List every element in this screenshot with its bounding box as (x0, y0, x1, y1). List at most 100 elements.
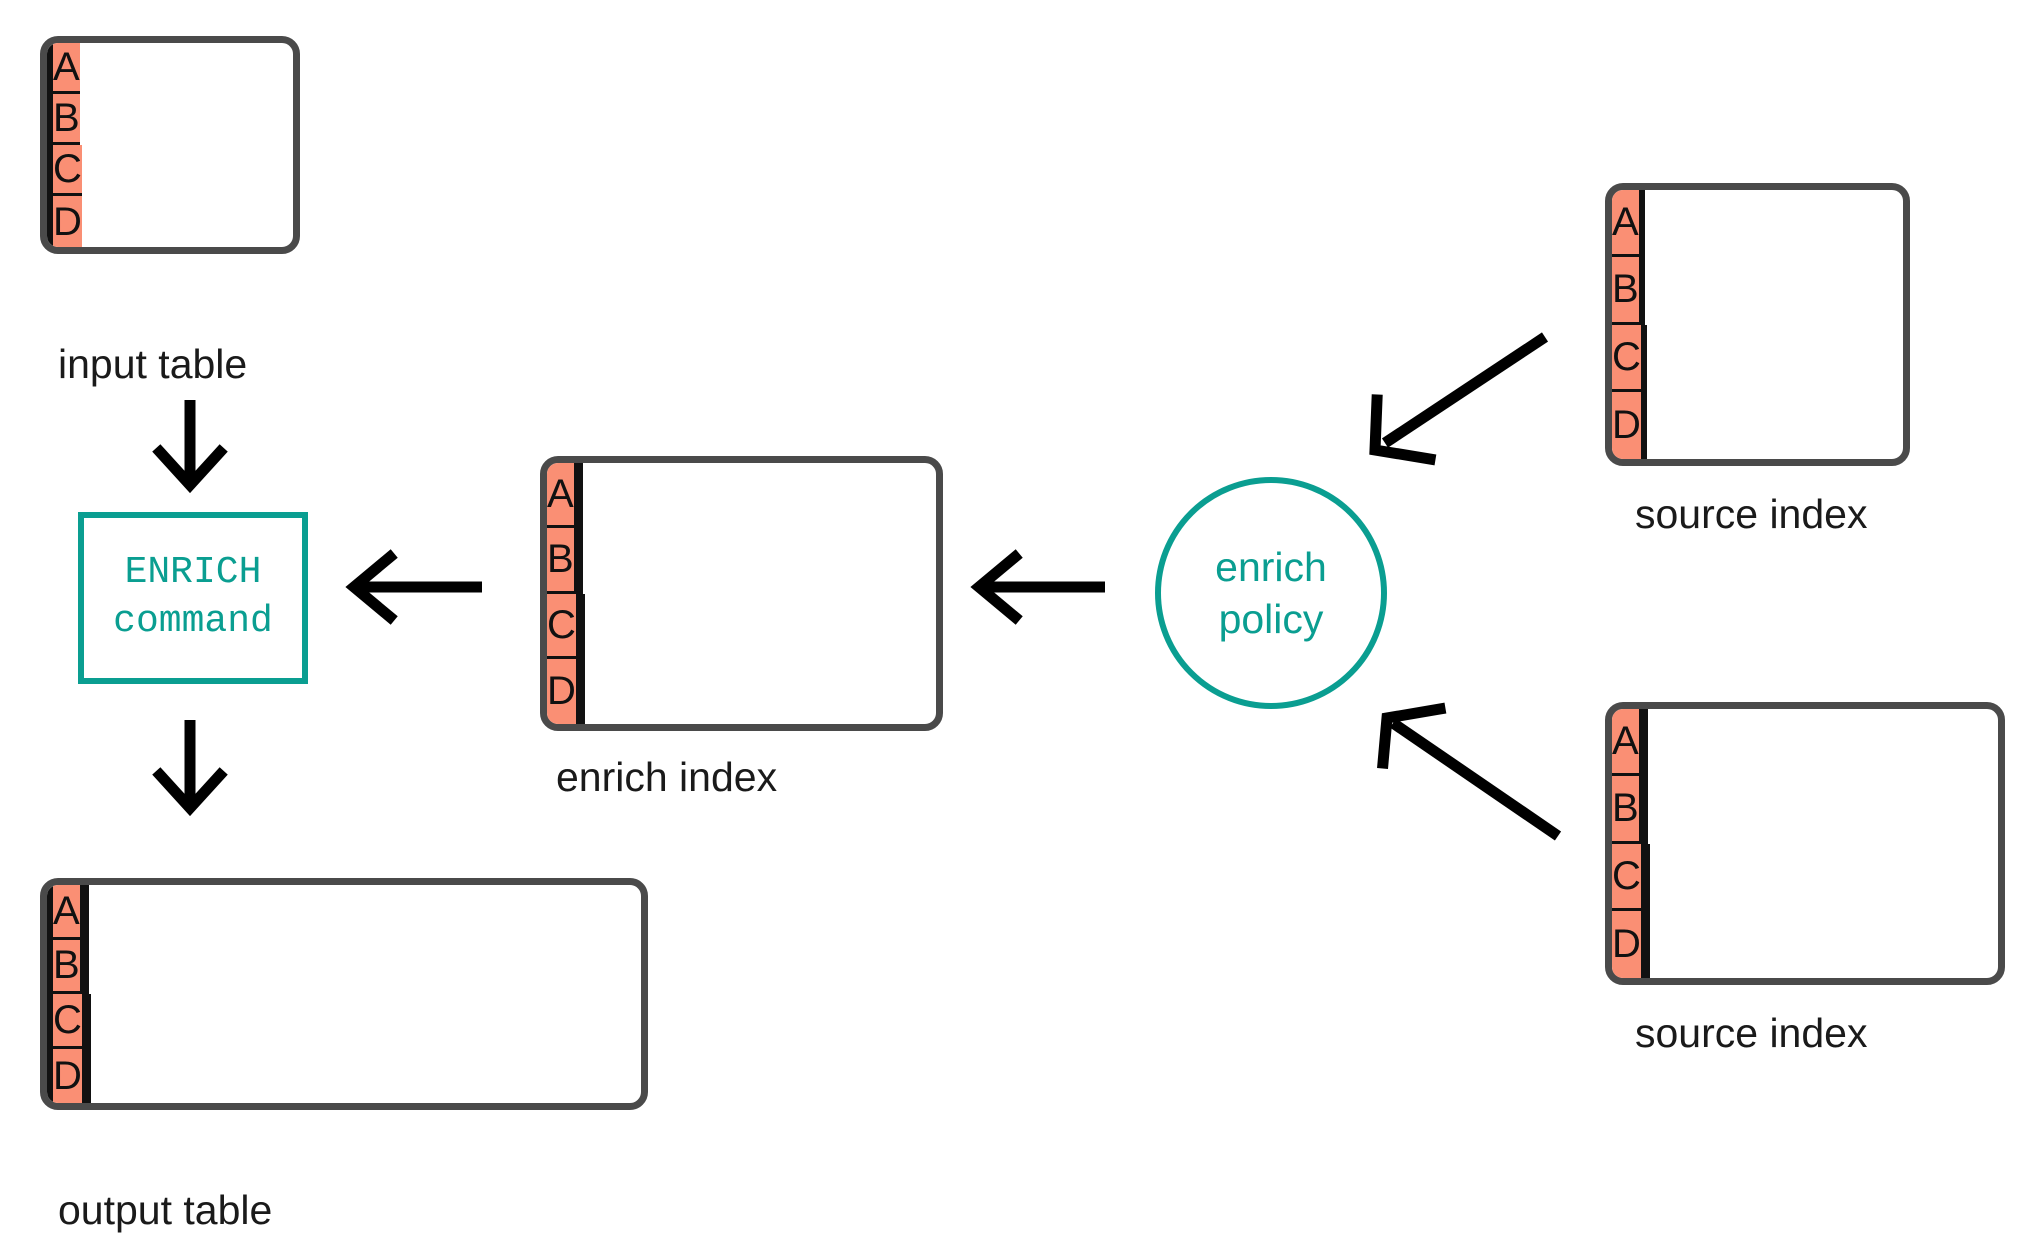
table-cell-col-2 (50, 43, 53, 94)
table-cell-enrich-field-1 (82, 939, 86, 994)
table-cell-enrich-field-2 (1641, 709, 1645, 777)
table-cell-enrich-field-2 (1643, 910, 1647, 978)
table-cell-col-2 (50, 994, 53, 1049)
input-table-caption: input table (58, 341, 248, 387)
table-cell-enrich-field-2 (581, 593, 585, 659)
table-cell-col-1 (47, 94, 50, 145)
enrich-command-line2: command (113, 600, 273, 643)
table-cell-enrich-field-3 (1646, 910, 1650, 978)
table-cell-match-key: A (53, 885, 83, 940)
table-cell-col-2 (50, 94, 53, 145)
table-cell-col-2 (50, 885, 53, 940)
table-cell-match-key: B (547, 528, 577, 594)
table-cell-col-2 (50, 145, 53, 196)
table-row: D (47, 196, 293, 247)
table-cell-enrich-field-2 (1641, 776, 1645, 844)
table-row: D (47, 1048, 641, 1103)
table-cell-enrich-field-1 (1641, 257, 1645, 325)
table-row: D (1612, 910, 1998, 978)
table-cell-match-key: B (53, 939, 83, 994)
table-cell-enrich-field-1 (578, 593, 582, 659)
table-row: A (47, 43, 293, 94)
table-cell-match-key: A (53, 43, 80, 94)
output-table-caption: output table (58, 1187, 273, 1233)
table-cell-enrich-field-1 (1643, 324, 1647, 392)
table-row: D (1612, 391, 1903, 459)
table-cell-col-1 (47, 196, 50, 247)
table-row: C (47, 994, 641, 1049)
enrich-policy-line2: policy (1218, 596, 1324, 642)
table-row: A (1612, 190, 1903, 258)
table-cell-match-key: C (53, 994, 85, 1049)
table-row: A (1612, 709, 1998, 777)
enrich-command-line1: ENRICH (124, 551, 262, 595)
table-cell-match-key: D (1612, 391, 1644, 459)
table-cell-match-key: A (1612, 190, 1642, 258)
enrich-policy-line1: enrich (1215, 543, 1327, 590)
table-cell-match-key: D (1612, 910, 1644, 978)
table-row: B (47, 939, 641, 994)
table-cell-col-1 (47, 43, 50, 94)
table-row: D (547, 658, 936, 724)
table-cell-match-key: A (547, 463, 577, 529)
table-row: C (547, 593, 936, 659)
enrich-policy-node[interactable]: enrich policy (1155, 477, 1387, 709)
table-row: C (1612, 324, 1903, 392)
table-cell-match-key: C (1612, 324, 1644, 392)
table-cell-col-2 (50, 1048, 53, 1103)
table-row: C (1612, 843, 1998, 911)
table-cell-match-key: D (53, 1048, 85, 1103)
table-cell-enrich-field-2 (87, 1048, 91, 1103)
table-cell-enrich-field-2 (1643, 843, 1647, 911)
table-cell-enrich-field-2 (85, 939, 89, 994)
table-row: A (47, 885, 641, 940)
table-cell-col-1 (47, 145, 50, 196)
table-cell-enrich-field-2 (85, 885, 89, 940)
source-index-top-caption: source index (1635, 491, 1868, 537)
table-cell-match-key: D (547, 658, 579, 724)
table-row: B (547, 528, 936, 594)
table-cell-enrich-field-2 (87, 994, 91, 1049)
enrich-command-box[interactable]: ENRICH command (78, 512, 308, 684)
source-index-bottom-caption: source index (1635, 1010, 1868, 1056)
table-cell-enrich-field-1 (84, 994, 88, 1049)
table-cell-col-1 (47, 1048, 50, 1103)
table-row: A (547, 463, 936, 529)
table-cell-enrich-field-1 (1641, 190, 1645, 258)
table-cell-col-2 (50, 939, 53, 994)
table-row: B (1612, 257, 1903, 325)
table-row: C (47, 145, 293, 196)
table-cell-enrich-field-2 (579, 463, 583, 529)
table-cell-enrich-field-1 (82, 885, 86, 940)
table-cell-match-key: B (1612, 257, 1642, 325)
table-cell-enrich-field-3 (1644, 776, 1648, 844)
table-cell-match-key: C (547, 593, 579, 659)
table-row: B (47, 94, 293, 145)
table-row: B (1612, 776, 1998, 844)
table-cell-enrich-field-1 (578, 658, 582, 724)
table-cell-enrich-field-1 (576, 463, 580, 529)
table-cell-col-1 (47, 994, 50, 1049)
table-cell-match-key: B (1612, 776, 1642, 844)
table-cell-col-2 (50, 196, 53, 247)
table-cell-enrich-field-3 (1644, 709, 1648, 777)
table-cell-match-key: D (53, 196, 82, 247)
table-cell-enrich-field-1 (84, 1048, 88, 1103)
table-cell-match-key: A (1612, 709, 1642, 777)
table-cell-enrich-field-3 (1646, 843, 1650, 911)
table-cell-enrich-field-1 (576, 528, 580, 594)
table-cell-col-1 (47, 939, 50, 994)
table-cell-enrich-field-2 (581, 658, 585, 724)
table-cell-match-key: B (53, 94, 80, 145)
table-cell-match-key: C (1612, 843, 1644, 911)
enrich-index-caption: enrich index (556, 754, 778, 800)
table-cell-enrich-field-2 (579, 528, 583, 594)
table-cell-enrich-field-1 (1643, 391, 1647, 459)
table-cell-match-key: C (53, 145, 82, 196)
